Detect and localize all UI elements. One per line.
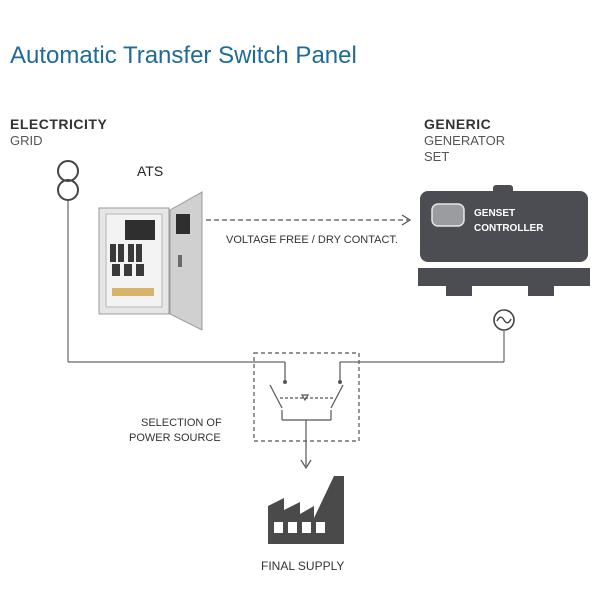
final-supply-label: FINAL SUPPLY	[261, 559, 344, 573]
selection-label-line1: SELECTION OF	[141, 417, 222, 429]
page-title: Automatic Transfer Switch Panel	[10, 42, 357, 69]
transformer-icon	[57, 160, 79, 201]
factory-windows	[274, 522, 325, 533]
supply-lines	[67, 201, 505, 363]
generator-heading: GENERIC	[424, 116, 492, 132]
transfer-switch-symbol	[269, 362, 344, 470]
selection-label-line2: POWER SOURCE	[129, 432, 221, 444]
generator-subheading-line1: GENERATOR	[424, 133, 506, 148]
genset-unit: GENSET CONTROLLER	[418, 185, 590, 296]
grid-heading: ELECTRICITY	[10, 116, 108, 132]
grid-subheading: GRID	[10, 133, 43, 148]
ac-source-icon	[493, 309, 515, 331]
generator-subheading-line2: SET	[424, 149, 450, 164]
ats-label: ATS	[137, 163, 164, 179]
ats-cabinet	[98, 191, 203, 331]
factory-icon	[268, 476, 344, 544]
genset-controller-label-line1: GENSET	[474, 208, 515, 219]
genset-controller-label-line2: CONTROLLER	[474, 223, 544, 234]
arrow-right-icon	[401, 214, 412, 226]
dry-contact-label: VOLTAGE FREE / DRY CONTACT.	[226, 234, 398, 246]
